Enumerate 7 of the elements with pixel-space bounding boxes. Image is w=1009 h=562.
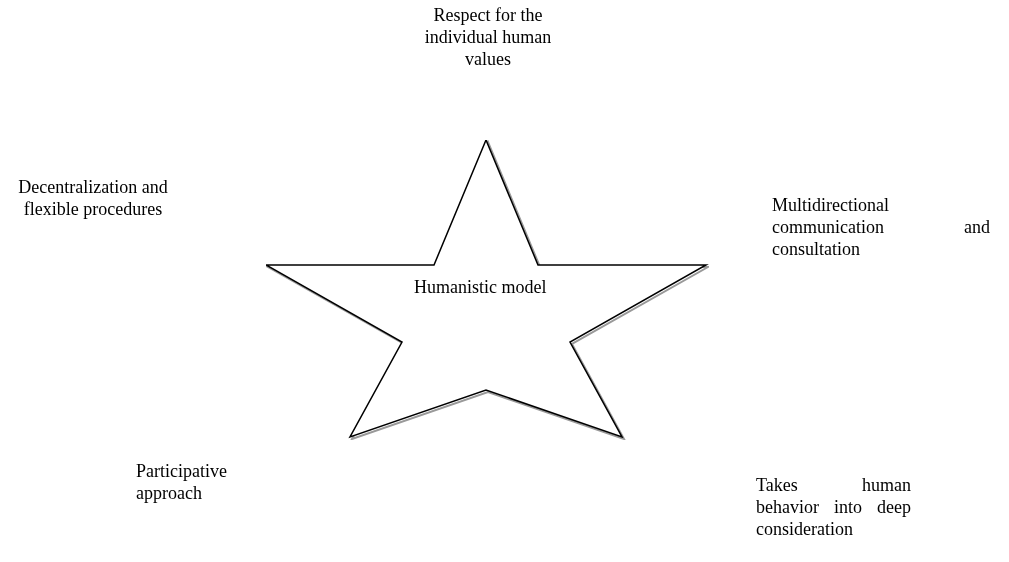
text-label: Participative approach [136,460,228,504]
text-label: Decentralization and flexible procedures [17,176,169,220]
text-label: Takes human behavior into deep consideration [756,474,911,540]
text-label: Respect for the individual human values [423,4,553,70]
star-label: Humanistic model [414,276,547,298]
text-label: Multidirectional communication and consultation [772,194,990,260]
star-shape [266,140,709,440]
